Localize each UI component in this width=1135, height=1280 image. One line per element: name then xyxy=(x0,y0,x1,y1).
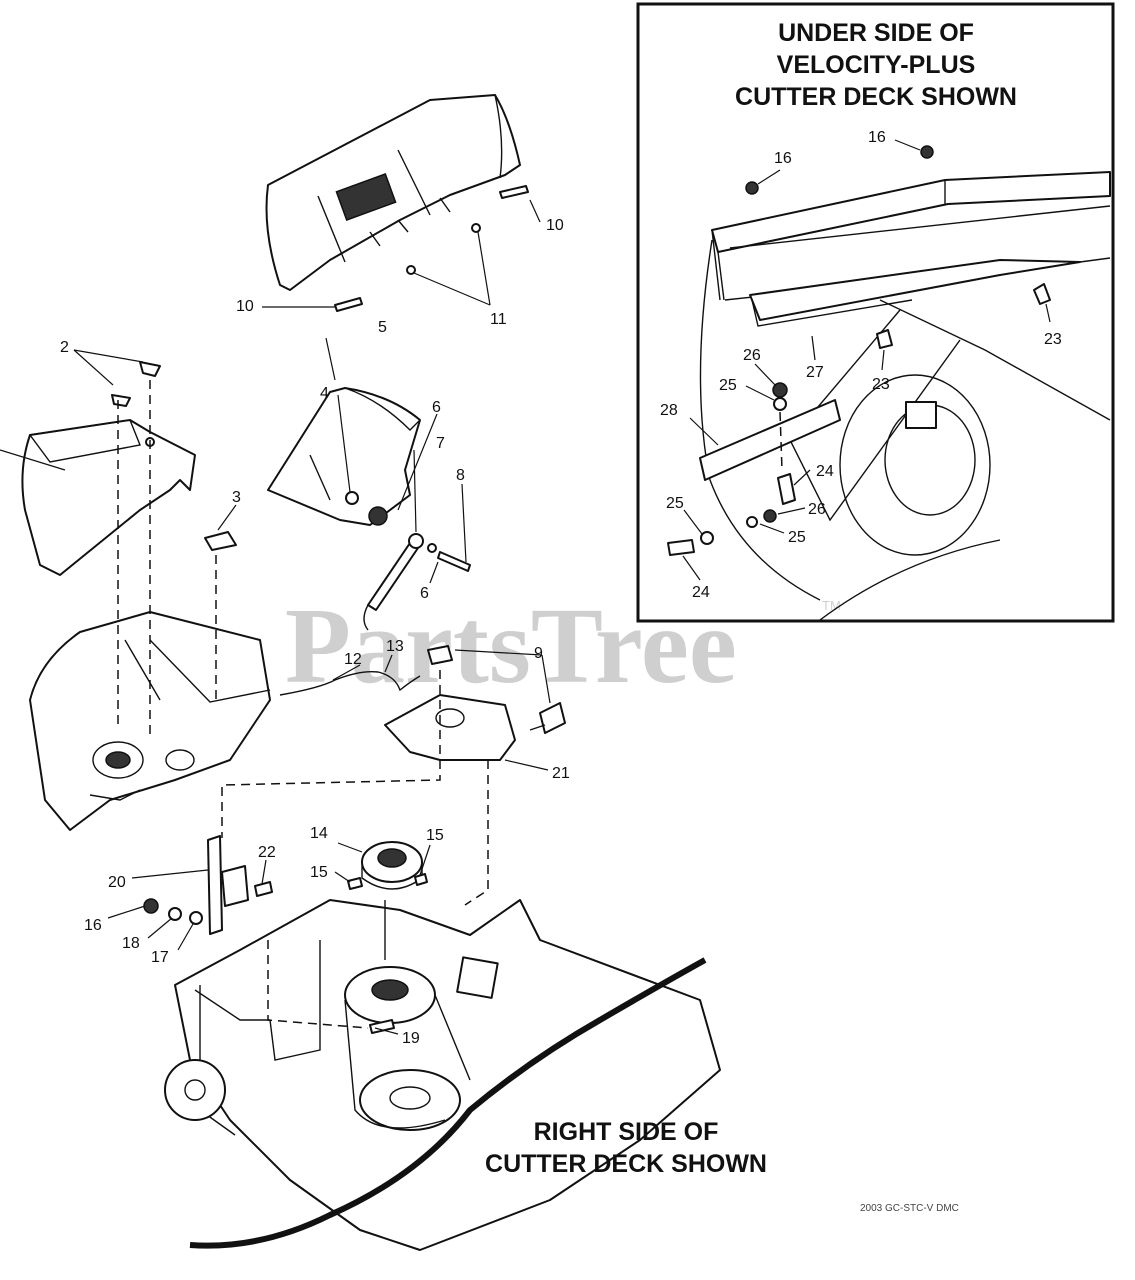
inset-callout-25a: 25 xyxy=(719,377,737,394)
inset-callout-16b: 16 xyxy=(868,129,886,146)
inset-callout-24b: 24 xyxy=(692,584,710,601)
deck-plate xyxy=(456,956,499,999)
callout-17: 17 xyxy=(151,949,169,966)
idler-pulley xyxy=(359,1069,461,1131)
bracket-20 xyxy=(143,835,273,935)
callout-20: 20 xyxy=(108,874,126,891)
inset-deck-shell xyxy=(699,239,1111,621)
main-caption-line-1: RIGHT SIDE OF xyxy=(534,1118,719,1146)
inset-callout-16a: 16 xyxy=(774,150,792,167)
belt-outline xyxy=(189,957,707,1249)
inset-leaders xyxy=(682,139,1051,581)
inset-callout-25c: 25 xyxy=(666,495,684,512)
inset-title-line-2: VELOCITY-PLUS xyxy=(777,51,976,79)
callout-4: 4 xyxy=(320,385,329,402)
chute-housing xyxy=(267,387,421,526)
callout-9: 9 xyxy=(534,645,543,662)
bracket-21 xyxy=(384,645,566,761)
inset-callout-24a: 24 xyxy=(816,463,834,480)
callout-16: 16 xyxy=(84,917,102,934)
callout-15b: 15 xyxy=(310,864,328,881)
deflector-decal xyxy=(335,173,397,221)
watermark-text: PartsTree xyxy=(285,587,737,706)
pulley-14 xyxy=(347,841,428,890)
pad-3 xyxy=(204,531,237,551)
callout-15a: 15 xyxy=(426,827,444,844)
inset-callout-23a: 23 xyxy=(1044,331,1062,348)
callout-11: 11 xyxy=(490,311,507,328)
main-leaders xyxy=(73,199,551,1035)
inset-title-line-1: UNDER SIDE OF xyxy=(778,19,974,47)
knob-9-side xyxy=(539,702,566,734)
link-rod xyxy=(363,533,471,631)
callout-8: 8 xyxy=(456,467,465,484)
callout-12: 12 xyxy=(344,651,362,668)
callout-6b: 6 xyxy=(420,585,429,602)
caster-wheel xyxy=(164,1059,226,1121)
discharge-deflector xyxy=(265,94,529,312)
inset-callout-26b: 26 xyxy=(808,501,826,518)
callout-6a: 6 xyxy=(432,399,441,416)
callout-19: 19 xyxy=(402,1030,420,1047)
drawing-code: 2003 GC-STC-V DMC xyxy=(860,1203,959,1214)
cutter-deck xyxy=(164,899,721,1251)
callout-10a: 10 xyxy=(546,217,564,234)
inset-deck-rails xyxy=(711,171,1111,327)
callout-18: 18 xyxy=(122,935,140,952)
inset-callout-25b: 25 xyxy=(788,529,806,546)
spindle-housing xyxy=(29,611,271,831)
shield-cover xyxy=(0,361,196,576)
callout-3: 3 xyxy=(232,489,241,506)
inset-callout-26a: 26 xyxy=(743,347,761,364)
inset-panel: UNDER SIDE OF VELOCITY-PLUS CUTTER DECK … xyxy=(636,2,1115,623)
inset-title-line-3: CUTTER DECK SHOWN xyxy=(735,83,1017,111)
callout-7: 7 xyxy=(436,435,445,452)
callout-13: 13 xyxy=(386,638,404,655)
inset-blade-bolt xyxy=(905,401,937,429)
callout-10b: 10 xyxy=(236,298,254,315)
main-caption-line-2: CUTTER DECK SHOWN xyxy=(485,1150,767,1178)
inset-callout-23b: 23 xyxy=(872,376,890,393)
inset-border xyxy=(636,2,1115,623)
inset-hardware xyxy=(667,145,1051,556)
inset-callout-27: 27 xyxy=(806,364,824,381)
callout-14: 14 xyxy=(310,825,328,842)
callout-21: 21 xyxy=(552,765,570,782)
callout-5: 5 xyxy=(378,319,387,336)
cable-12-13 xyxy=(279,670,421,696)
callout-2: 2 xyxy=(60,339,69,356)
callout-22: 22 xyxy=(258,844,276,861)
watermark-trademark: TM xyxy=(822,598,841,613)
knob-9-top xyxy=(427,645,453,665)
inset-callout-28: 28 xyxy=(660,402,678,419)
inset-baffle-28 xyxy=(699,399,841,481)
alignment-lines xyxy=(117,380,489,1029)
